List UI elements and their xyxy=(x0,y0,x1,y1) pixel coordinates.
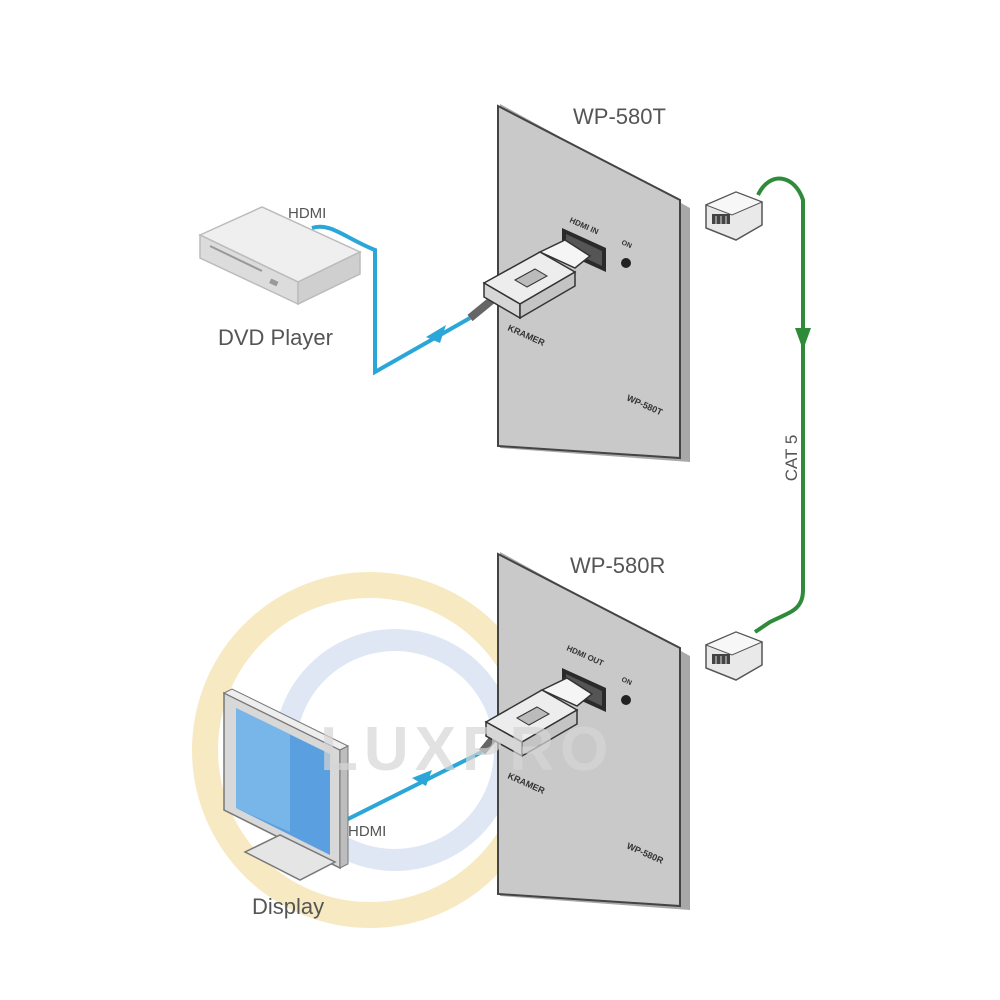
watermark-text: LUXPRO xyxy=(320,715,614,784)
dvd-player-icon xyxy=(198,206,362,306)
hdmi-cable-top xyxy=(311,224,471,376)
transmitter-plate: HDMI IN ON KRAMER WP-580T xyxy=(497,104,690,462)
hdmi-plug-top xyxy=(467,239,592,322)
dvd-hdmi-cable-label: HDMI xyxy=(288,205,326,222)
rj45-connector-top xyxy=(704,191,764,241)
display-hdmi-cable-label: HDMI xyxy=(348,823,386,840)
transmitter-model-label: WP-580T xyxy=(573,104,666,129)
receiver-led-label: ON xyxy=(620,676,632,687)
cat5-arrow-icon xyxy=(795,328,811,350)
hdmi-plug-bottom xyxy=(478,677,594,758)
transmitter-led-icon xyxy=(621,258,631,268)
receiver-model-label: WP-580R xyxy=(570,553,665,578)
rj45-connector-bottom xyxy=(704,631,764,681)
cat5-cable: CAT 5 xyxy=(753,176,811,634)
receiver-led-icon xyxy=(621,695,631,705)
transmitter-led-label: ON xyxy=(620,239,632,250)
receiver-plate: HDMI OUT ON KRAMER WP-580R xyxy=(497,552,690,910)
display-label: Display xyxy=(252,894,324,919)
hdmi-top-arrow-icon xyxy=(426,325,446,343)
cat5-label: CAT 5 xyxy=(782,435,801,482)
dvd-player-label: DVD Player xyxy=(218,325,333,350)
hdmi-bottom-arrow-icon xyxy=(412,770,432,786)
display-monitor-icon xyxy=(222,688,350,881)
